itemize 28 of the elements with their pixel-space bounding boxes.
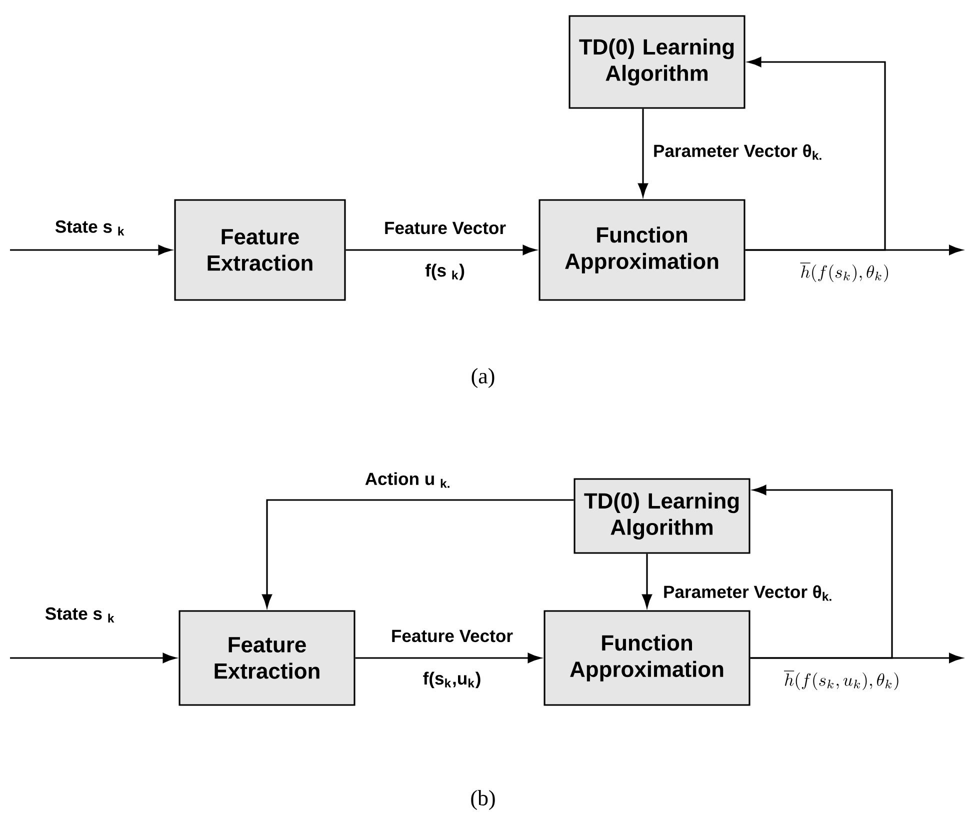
process-box: Feature Extraction [178,610,356,706]
process-box: TD(0) Learning Algorithm [574,478,750,554]
caption: (a) [472,368,494,388]
edge-label: State s $_{k}$ [45,607,114,623]
arrow [642,554,652,608]
caption: (b) [471,790,495,810]
edge-label: $\overline{h}(f(s_{k}),\theta_{k})$ [800,263,888,282]
signal-label: f(s$_{k}$,u$_{k}$) [423,672,480,688]
process-box: Feature Extraction [174,199,346,301]
arrow [10,653,176,663]
arrow [750,485,893,659]
edge-label: Feature Vector [385,222,506,234]
process-box: TD(0) Learning Algorithm [568,15,746,109]
signal-label: f(s $_{k}$) [425,264,464,280]
edge-label: Parameter Vector θ$_{k.}$ [654,144,822,160]
arrow [638,108,648,196]
arrow [10,245,172,255]
arrow [262,499,574,608]
process-box: Function Approximation [538,199,746,301]
process-box: Function Approximation [544,610,750,706]
edge-label: Feature Vector [392,630,513,642]
edge-label: Parameter Vector θ$_{k.}$ [664,585,832,601]
arrow [346,245,536,255]
edge-label: State s $_{k}$ [55,220,124,236]
arrow [745,57,886,251]
edge-label: Action u $_{k.}$ [365,472,450,488]
arrow [355,653,541,663]
edge-label: $\overline{h}(f(s_{k},u_{k}),\theta_{k})$ [784,671,898,690]
